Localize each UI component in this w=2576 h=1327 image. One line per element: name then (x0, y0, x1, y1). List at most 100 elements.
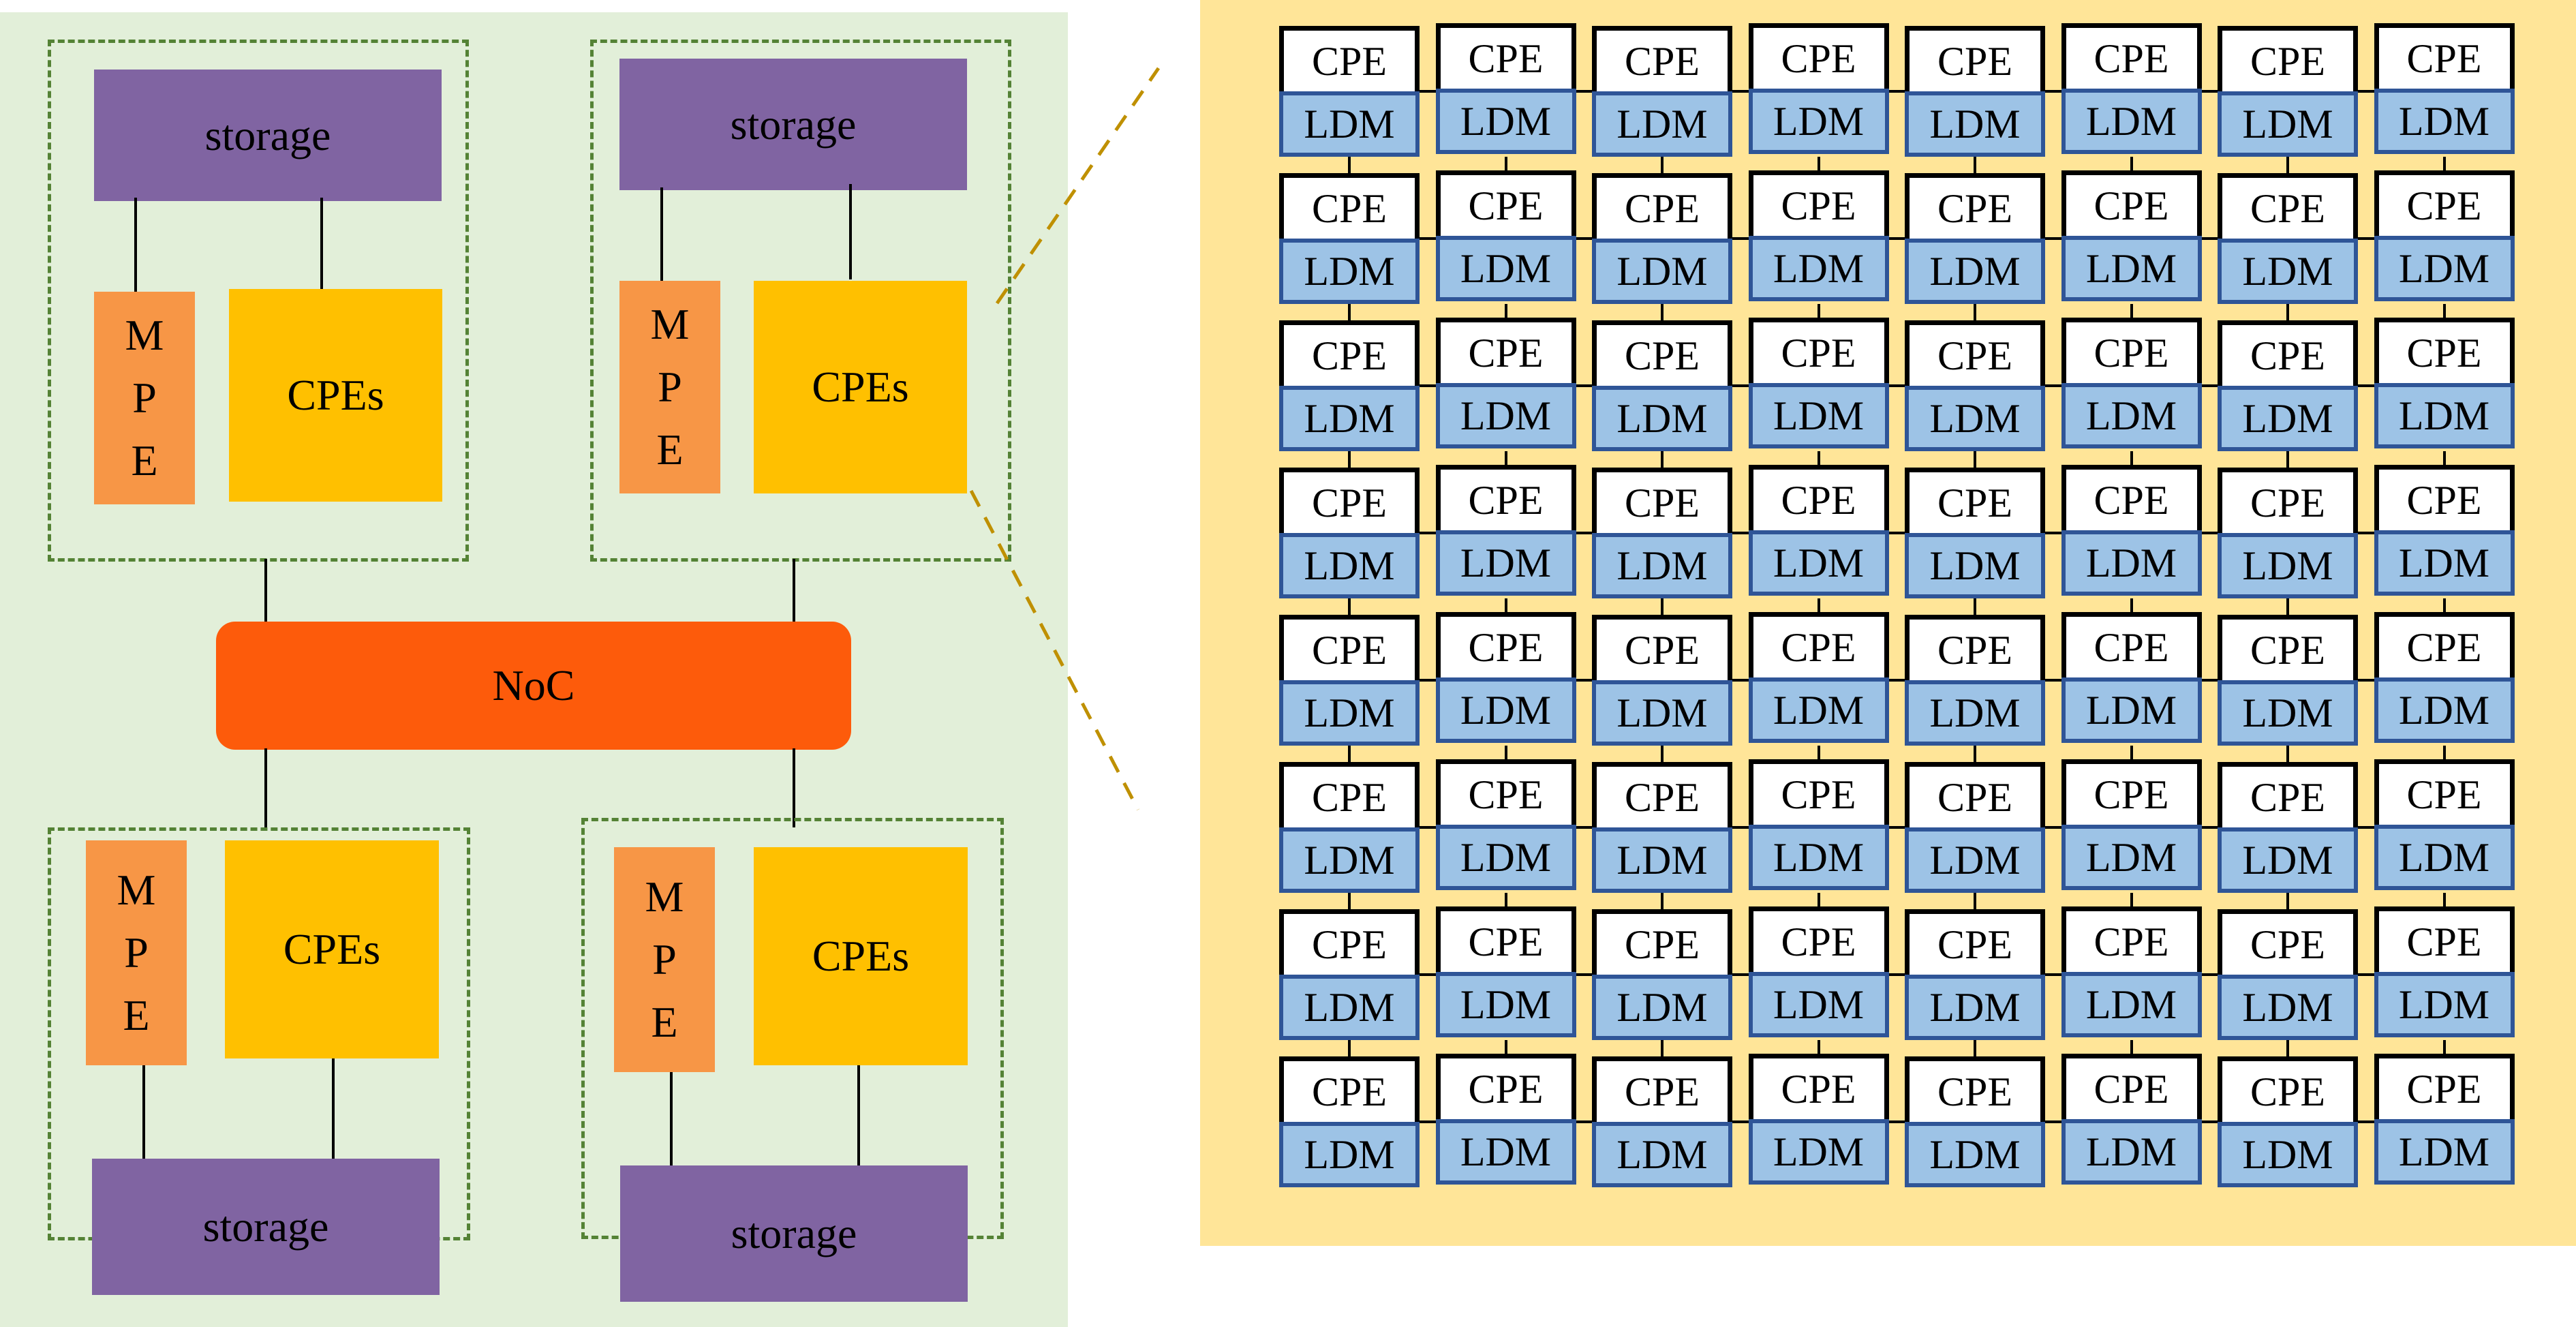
cpe-label-box: CPE (2061, 612, 2202, 679)
ldm-label-box: LDM (1435, 677, 1576, 743)
ldm-label-box: LDM (1592, 91, 1732, 157)
cpes-block: CPEs (754, 281, 967, 493)
cpe-label-box: CPE (1279, 173, 1420, 240)
cpe-label-box: CPE (1748, 1054, 1889, 1120)
mesh-link-horizontal (1888, 237, 1905, 240)
mpe-block: M P E (94, 292, 195, 504)
cpe-label-box: CPE (2061, 759, 2202, 826)
ldm-label-box: LDM (1592, 239, 1732, 304)
mesh-link-horizontal (1732, 237, 1749, 240)
cpe-label-box: CPE (2374, 612, 2515, 679)
mesh-link-horizontal (2201, 679, 2218, 682)
mesh-link-horizontal (2358, 1120, 2374, 1123)
mesh-link-vertical (2442, 746, 2446, 762)
mesh-link-horizontal (2358, 826, 2374, 829)
ldm-label-box: LDM (1905, 975, 2045, 1040)
mesh-link-horizontal (1420, 237, 1436, 240)
ldm-label-box: LDM (2218, 533, 2358, 598)
ldm-label-box: LDM (1592, 827, 1732, 893)
ldm-label-box: LDM (1592, 680, 1732, 746)
ldm-label-box: LDM (1748, 89, 1889, 154)
ldm-label-box: LDM (2218, 1122, 2358, 1187)
connector-line (793, 748, 795, 827)
mesh-link-vertical (1974, 451, 1976, 468)
mpe-letter: E (123, 991, 150, 1039)
mesh-link-horizontal (2201, 384, 2218, 387)
mesh-link-horizontal (1888, 679, 1905, 682)
ldm-label-box: LDM (2218, 239, 2358, 304)
mesh-link-vertical (2442, 157, 2446, 173)
ldm-label-box: LDM (1905, 680, 2045, 746)
mesh-link-vertical (1661, 598, 1663, 615)
connector-line (857, 1065, 860, 1168)
mesh-link-horizontal (2045, 237, 2061, 240)
cpe-label-box: CPE (1905, 615, 2045, 682)
mesh-link-vertical (1348, 893, 1351, 909)
cpes-label: CPEs (812, 932, 910, 980)
cpes-label: CPEs (287, 371, 384, 419)
mesh-link-vertical (1817, 304, 1820, 320)
mesh-link-vertical (1974, 304, 1976, 320)
cpe-label-box: CPE (1435, 906, 1576, 973)
ldm-label-box: LDM (2374, 825, 2515, 890)
ldm-label-box: LDM (1905, 386, 2045, 451)
storage-label: storage (204, 110, 331, 159)
mpe-block: M P E (619, 281, 720, 493)
mesh-link-horizontal (1732, 384, 1749, 387)
ldm-label-box: LDM (1435, 236, 1576, 301)
mesh-link-horizontal (1576, 237, 1592, 240)
mpe-letter: M (117, 866, 156, 914)
storage-block: storage (619, 59, 967, 190)
mesh-link-horizontal (1420, 1120, 1436, 1123)
mesh-link-vertical (1348, 304, 1351, 320)
connector-line (670, 1072, 673, 1168)
ldm-label-box: LDM (2374, 1119, 2515, 1185)
mesh-link-horizontal (1732, 679, 1749, 682)
ldm-label-box: LDM (1748, 1119, 1889, 1185)
mpe-letter: E (656, 425, 684, 474)
ldm-label-box: LDM (1905, 239, 2045, 304)
mesh-link-horizontal (1732, 90, 1749, 93)
mesh-link-horizontal (2045, 679, 2061, 682)
mesh-link-horizontal (2358, 679, 2374, 682)
cpe-label-box: CPE (1279, 26, 1420, 93)
mesh-link-vertical (2130, 451, 2133, 468)
ldm-label-box: LDM (1435, 825, 1576, 890)
mesh-link-horizontal (1732, 826, 1749, 829)
ldm-label-box: LDM (1279, 680, 1420, 746)
cpes-label: CPEs (812, 363, 909, 411)
mesh-link-horizontal (1420, 532, 1436, 534)
mesh-link-horizontal (1420, 384, 1436, 387)
storage-label: storage (730, 100, 857, 149)
mesh-link-horizontal (1732, 973, 1749, 976)
connector-line (332, 1058, 335, 1161)
mesh-link-vertical (1504, 304, 1507, 320)
cpe-label-box: CPE (2218, 320, 2358, 387)
mesh-link-vertical (1661, 157, 1663, 173)
ldm-label-box: LDM (1748, 383, 1889, 448)
mesh-link-vertical (1974, 746, 1976, 762)
cpe-label-box: CPE (1748, 23, 1889, 90)
mesh-link-vertical (1504, 598, 1507, 615)
storage-label: storage (202, 1202, 329, 1251)
mesh-link-horizontal (2045, 1120, 2061, 1123)
mesh-link-vertical (2130, 598, 2133, 615)
mesh-link-horizontal (1420, 90, 1436, 93)
mesh-link-vertical (1348, 1040, 1351, 1056)
ldm-label-box: LDM (2061, 530, 2202, 596)
